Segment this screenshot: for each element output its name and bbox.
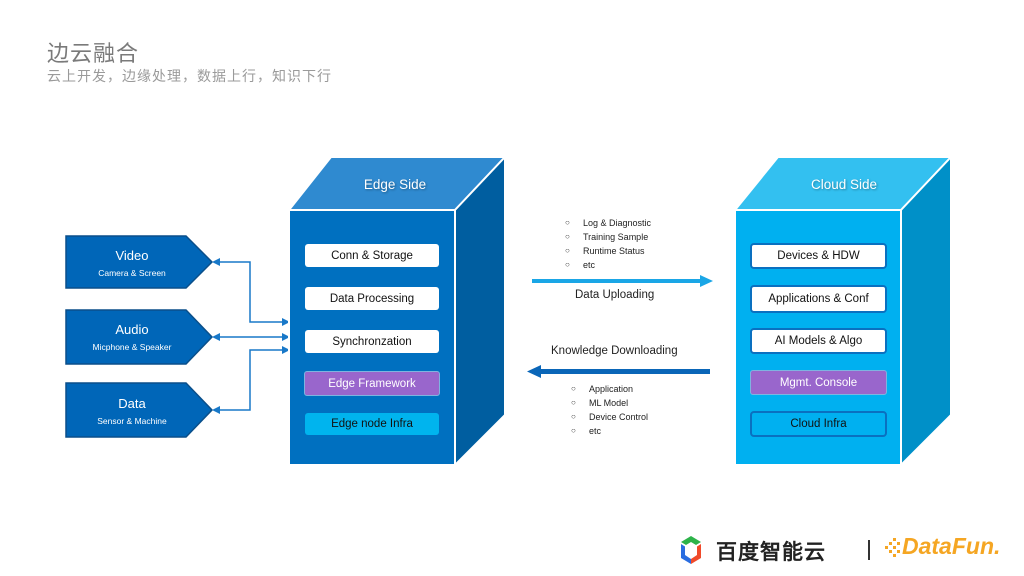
upload-item: ○ Runtime Status — [565, 244, 651, 258]
bullet-icon: ○ — [571, 426, 576, 435]
cloud-layer-infra: Cloud Infra — [750, 411, 887, 437]
edge-cube-side — [454, 154, 506, 468]
page-subtitle: 云上开发，边缘处理，数据上行，知识下行 — [47, 69, 332, 85]
download-arrow — [527, 365, 710, 378]
download-item: ○ ML Model — [571, 396, 648, 410]
upload-item: ○ etc — [565, 258, 651, 272]
cloud-cube-side — [900, 154, 952, 468]
video-connector — [212, 258, 290, 326]
download-item: ○ Application — [571, 382, 648, 396]
source-audio-subtitle: Micphone & Speaker — [92, 342, 172, 352]
datafun-logo-icon — [885, 538, 900, 557]
edge-layer-data-processing: Data Processing — [305, 287, 439, 310]
download-item-label: Application — [589, 384, 634, 394]
baidu-cloud-logo-text: 百度智能云 — [716, 540, 826, 564]
bullet-icon: ○ — [571, 398, 576, 407]
upload-item-label: etc — [583, 260, 596, 270]
download-item-label: etc — [589, 426, 602, 436]
download-label: Knowledge Downloading — [551, 345, 678, 357]
download-items-list: ○ Application ○ ML Model ○ Device Control ○… — [571, 382, 648, 438]
bullet-icon: ○ — [565, 218, 570, 227]
download-item: ○ Device Control — [571, 410, 648, 424]
source-audio-shape — [65, 309, 214, 365]
data-connector — [212, 346, 290, 414]
logo-divider — [868, 540, 870, 560]
edge-layer-synchronization: Synchronzation — [305, 330, 439, 353]
upload-arrow — [532, 275, 713, 287]
source-data-shape — [65, 382, 214, 438]
edge-side-title: Edge Side — [363, 177, 427, 192]
edge-layer-framework: Edge Framework — [304, 371, 440, 396]
cloud-layer-mgmt-console: Mgmt. Console — [750, 370, 887, 395]
cloud-layer-applications-conf: Applications & Conf — [750, 285, 887, 313]
cloud-layer-devices-hdw: Devices & HDW — [750, 243, 887, 269]
bullet-icon: ○ — [571, 384, 576, 393]
upload-item: ○ Log & Diagnostic — [565, 216, 651, 230]
datafun-logo-text: DataFun. — [902, 533, 1001, 559]
bullet-icon: ○ — [565, 260, 570, 269]
source-data-title: Data — [118, 396, 146, 411]
edge-layer-conn-storage: Conn & Storage — [305, 244, 439, 267]
upload-label: Data Uploading — [575, 289, 655, 301]
upload-item: ○ Training Sample — [565, 230, 651, 244]
baidu-cloud-logo-icon — [681, 536, 701, 564]
page-title: 边云融合 — [47, 42, 140, 67]
bullet-icon: ○ — [571, 412, 576, 421]
source-data-subtitle: Sensor & Machine — [97, 416, 167, 426]
source-video-title: Video — [115, 248, 149, 263]
cloud-side-title: Cloud Side — [810, 177, 878, 192]
upload-item-label: Log & Diagnostic — [583, 218, 652, 228]
bullet-icon: ○ — [565, 232, 570, 241]
source-video-shape — [65, 235, 214, 289]
download-item-label: Device Control — [589, 412, 649, 422]
edge-layer-node-infra: Edge node Infra — [305, 413, 439, 435]
upload-items-list: ○ Log & Diagnostic ○ Training Sample ○ Runt… — [565, 216, 651, 272]
bullet-icon: ○ — [565, 246, 570, 255]
download-item: ○ etc — [571, 424, 648, 438]
source-video-subtitle: Camera & Screen — [98, 268, 166, 278]
upload-item-label: Training Sample — [583, 232, 649, 242]
cloud-layer-ai-models: AI Models & Algo — [750, 328, 887, 354]
source-audio-title: Audio — [115, 322, 149, 337]
download-item-label: ML Model — [589, 398, 629, 408]
upload-item-label: Runtime Status — [583, 246, 645, 256]
